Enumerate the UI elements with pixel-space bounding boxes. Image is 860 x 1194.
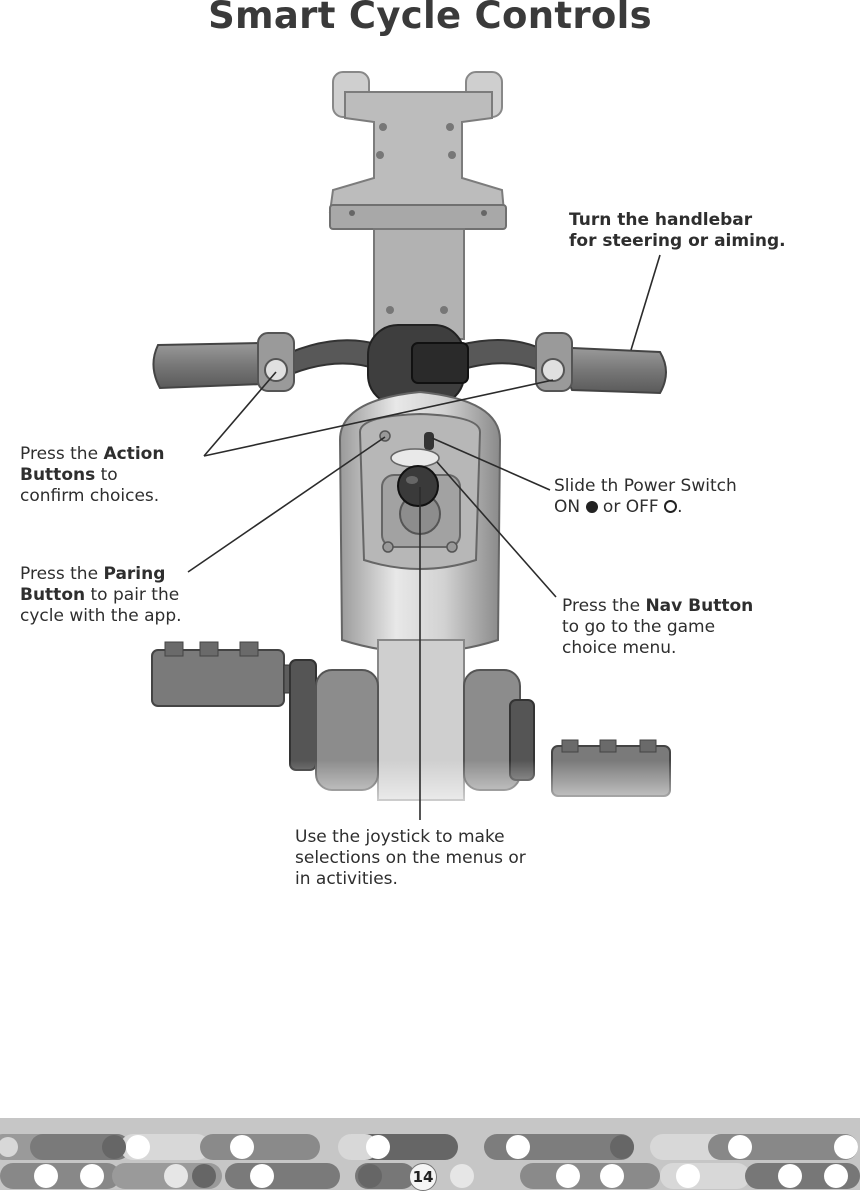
tablet-stem xyxy=(373,228,465,340)
footer-pill-pattern xyxy=(0,1134,860,1189)
power-line-1: Slide th Power Switch xyxy=(554,476,737,496)
nav-line-3: choice menu. xyxy=(562,638,677,658)
nav-prefix: Press the xyxy=(562,596,646,616)
power-off-icon xyxy=(664,500,678,513)
leader-lines xyxy=(187,254,661,820)
power-on-label: ON xyxy=(554,497,581,517)
handlebar-line-1: Turn the handlebar xyxy=(569,210,753,230)
page-title: Smart Cycle Controls xyxy=(208,0,652,37)
page-number: 14 xyxy=(409,1163,437,1191)
handlebar-line-2: for steering or aiming. xyxy=(569,231,786,251)
action-bold-1: Action xyxy=(103,444,165,464)
action-prefix: Press the xyxy=(20,444,104,464)
power-or-label: or OFF xyxy=(602,497,659,517)
smart-cycle-illustration xyxy=(140,71,700,830)
pairing-suffix-2: cycle with the app. xyxy=(20,606,182,626)
power-on-icon xyxy=(585,501,598,513)
handlebar-callout: Turn the handlebar for steering or aimin… xyxy=(569,210,786,252)
power-end: . xyxy=(677,497,683,517)
joystick-callout: Use the joystick to make selections on t… xyxy=(295,827,526,890)
action-bold-2: Buttons xyxy=(20,465,96,485)
action-buttons-callout: Press the Action Buttons to confirm choi… xyxy=(20,444,164,507)
power-switch-callout: Slide th Power Switch ON or OFF . xyxy=(554,476,737,518)
tablet-holder xyxy=(328,71,507,230)
action-suffix-2: confirm choices. xyxy=(20,486,160,506)
pedal-left xyxy=(151,641,317,771)
pairing-bold-2: Button xyxy=(20,585,86,605)
footer-decoration xyxy=(0,1118,860,1190)
pairing-button-callout: Press the Paring Button to pair the cycl… xyxy=(20,564,182,627)
nav-bold: Nav Button xyxy=(645,596,754,616)
pairing-suffix-1: to pair the xyxy=(85,585,180,605)
joystick-line-1: Use the joystick to make xyxy=(295,827,505,847)
joystick-line-2: selections on the menus or xyxy=(295,848,526,868)
nav-line-2: to go to the game xyxy=(562,617,716,637)
action-suffix-1: to xyxy=(95,465,118,485)
pairing-prefix: Press the xyxy=(20,564,104,584)
nav-button-callout: Press the Nav Button to go to the game c… xyxy=(562,596,753,659)
handlebar xyxy=(152,324,667,406)
pairing-bold-1: Paring xyxy=(103,564,166,584)
joystick-line-3: in activities. xyxy=(295,869,398,889)
